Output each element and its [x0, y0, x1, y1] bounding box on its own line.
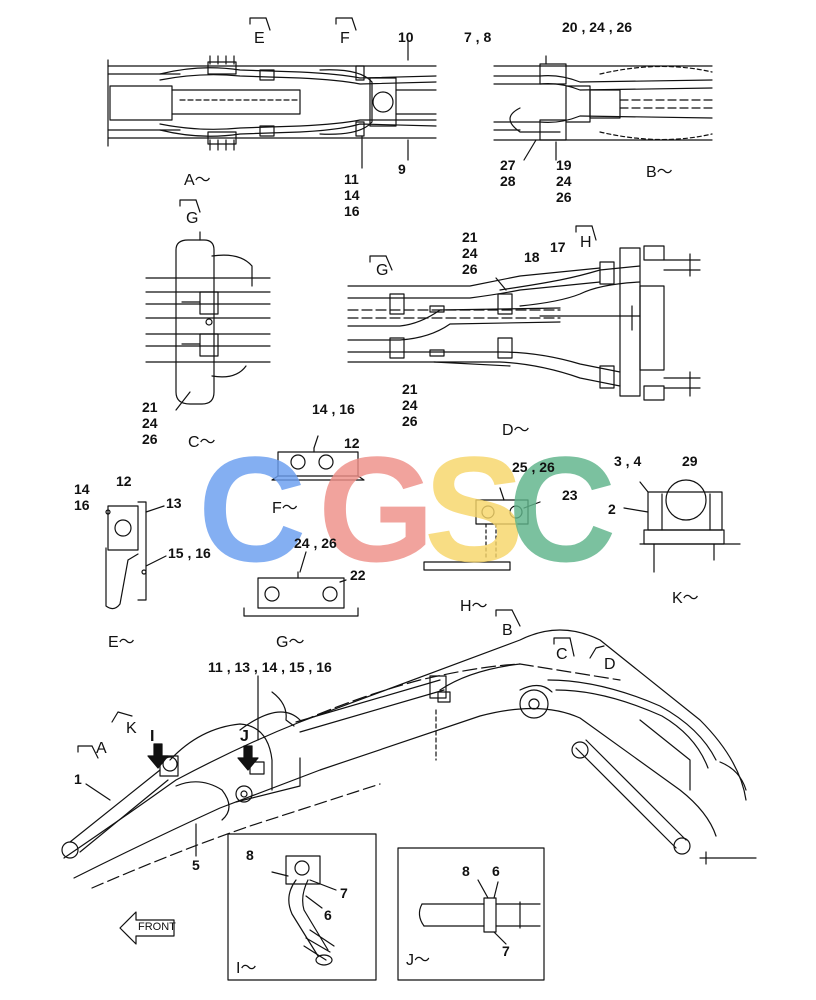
part-label: 16 — [344, 203, 360, 219]
inset-i-frame — [227, 833, 377, 981]
view-c-drawing — [145, 231, 271, 411]
part-label: 1 — [74, 771, 82, 787]
part-label: 5 — [192, 857, 200, 873]
part-label: 12 — [344, 435, 360, 451]
section-a-mark: A — [96, 740, 107, 757]
section-i-mark: I — [150, 728, 155, 745]
part-label: 28 — [500, 173, 516, 189]
part-label: 21 — [142, 399, 158, 415]
view-g-caption: G～ — [276, 634, 305, 651]
part-label: 17 — [550, 239, 566, 255]
section-h-mark: H — [580, 234, 592, 251]
view-f-drawing — [271, 435, 365, 481]
part-label: 7 — [502, 943, 510, 959]
part-label: 2 — [608, 501, 616, 517]
part-label: 15 , 16 — [168, 545, 211, 561]
view-b-caption: B～ — [646, 164, 673, 181]
part-label: 27 — [500, 157, 516, 173]
watermark-letter-s: S — [424, 425, 525, 593]
view-d-caption: D～ — [502, 422, 530, 439]
part-label: 29 — [682, 453, 698, 469]
view-h-caption: H～ — [460, 598, 488, 615]
section-e-mark: E — [254, 30, 265, 47]
part-label: 11 — [344, 171, 359, 187]
part-label: 6 — [324, 907, 332, 923]
view-h-drawing — [423, 487, 541, 571]
view-k-caption: K～ — [672, 590, 699, 607]
inset-j-drawing — [418, 879, 541, 945]
section-c-mark: C — [556, 646, 568, 663]
part-label: 24 , 26 — [294, 535, 337, 551]
view-d-drawing — [347, 245, 701, 401]
section-j-mark: J — [240, 728, 249, 745]
part-label: 11 , 13 , 14 , 15 , 16 — [208, 659, 332, 675]
part-label: 23 — [562, 487, 578, 503]
front-label: FRONT — [138, 921, 176, 933]
part-label: 9 — [398, 161, 406, 177]
part-label: 10 — [398, 29, 414, 45]
part-label: 26 — [142, 431, 158, 447]
view-f-caption: F～ — [272, 500, 298, 517]
part-label: 24 — [462, 245, 478, 261]
part-label: 24 — [142, 415, 158, 431]
view-e-drawing — [105, 501, 167, 610]
part-label: 16 — [74, 497, 90, 513]
part-label: 21 — [462, 229, 478, 245]
part-label: 3 , 4 — [614, 453, 642, 469]
part-label: 13 — [166, 495, 182, 511]
part-label: 14 — [344, 187, 360, 203]
boom-main-drawing — [61, 629, 757, 889]
front-arrow-icon — [119, 911, 175, 945]
section-marks — [77, 17, 605, 759]
view-b-drawing — [493, 55, 713, 161]
part-label: 21 — [402, 381, 418, 397]
inset-j-frame — [397, 847, 545, 981]
view-a-drawing — [107, 39, 437, 169]
view-c-caption: C～ — [188, 434, 216, 451]
part-label: 20 , 24 , 26 — [562, 19, 633, 35]
part-label: 19 — [556, 157, 572, 173]
inset-i-drawing — [271, 855, 337, 966]
part-label: 25 , 26 — [512, 459, 555, 475]
part-label: 7 — [340, 885, 348, 901]
part-label: 6 — [492, 863, 500, 879]
part-label: 24 — [556, 173, 572, 189]
arrow-i-icon — [147, 743, 169, 769]
section-g-mark: G — [186, 210, 199, 227]
view-a-caption: A～ — [184, 172, 211, 189]
arrow-j-icon — [237, 745, 259, 771]
view-g-drawing — [243, 551, 359, 617]
section-d-mark: D — [604, 656, 616, 673]
part-label: 14 — [74, 481, 90, 497]
part-label: 18 — [524, 249, 540, 265]
view-i-caption: I～ — [236, 960, 257, 977]
part-label: 26 — [556, 189, 572, 205]
section-g-mid-mark: G — [376, 262, 389, 279]
section-b-mark: B — [502, 622, 513, 639]
part-label: 14 , 16 — [312, 401, 355, 417]
section-k-mark: K — [126, 720, 137, 737]
view-e-caption: E～ — [108, 634, 135, 651]
view-j-caption: J～ — [406, 952, 431, 969]
part-label: 24 — [402, 397, 418, 413]
part-label: 12 — [116, 473, 132, 489]
part-label: 8 — [462, 863, 470, 879]
part-label: 22 — [350, 567, 366, 583]
watermark-letter-c2: C — [508, 425, 617, 593]
part-label: 7 , 8 — [464, 29, 492, 45]
watermark-letter-c1: C — [198, 425, 307, 593]
part-label: 8 — [246, 847, 254, 863]
view-k-drawing — [623, 479, 741, 573]
section-f-mark: F — [340, 30, 350, 47]
watermark-letter-g: G — [318, 425, 435, 593]
part-label: 26 — [462, 261, 478, 277]
part-label: 26 — [402, 413, 418, 429]
